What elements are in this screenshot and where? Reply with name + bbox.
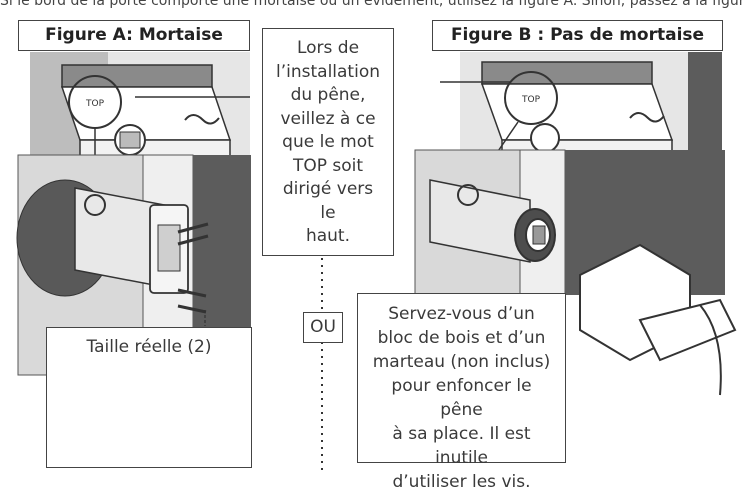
latch-orientation-note: Lors de l’installation du pêne, veillez … [262,28,394,256]
latch-top-marking-a: TOP [85,99,105,109]
actual-size-screw-box: Taille réelle (2) [46,327,252,468]
header-cut-text: Si le bord de la porte comporte une mort… [0,0,743,9]
figure-a-title: Figure A: Mortaise [18,20,250,51]
figure-b-door-hammer [414,149,737,396]
hammer-instruction-note: Servez-vous d’un bloc de bois et d’un ma… [357,293,566,489]
or-separator: OU [303,312,343,343]
figure-b-title: Figure B : Pas de mortaise [432,20,723,51]
screw-box-title: Taille réelle (2) [86,337,212,357]
latch-top-marking-b: TOP [521,95,541,105]
